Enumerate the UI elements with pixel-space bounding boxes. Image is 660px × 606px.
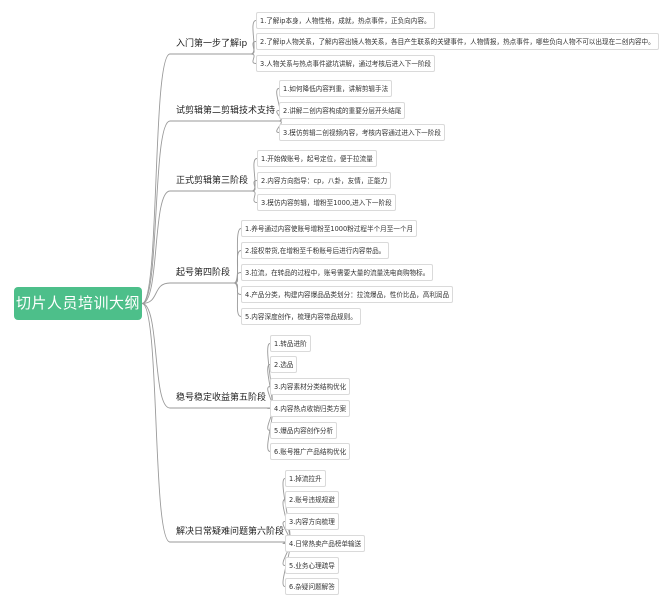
branch-stage-3: 正式剪辑第三阶段 [176, 176, 249, 186]
stage-4-item-1: 1.养号通过内容使账号增粉至1000粉过程半个月至一个月 [241, 220, 418, 237]
stage-4-item-3: 3.拉流，在转品的过程中，账号需要大量的流量洗电商购物标。 [241, 264, 434, 281]
stage-6-item-1: 1.掉流拉升 [285, 470, 326, 487]
connector-root-stage-6 [141, 303, 171, 543]
stage-5-item-3: 3.内容素材分类结构优化 [270, 378, 351, 395]
stage-4-item-5: 5.内容深度创作，梳理内容带品规则。 [241, 308, 361, 325]
stage-5-item-6: 6.账号推广产品结构优化 [270, 443, 351, 460]
connector-stage-4-item-5 [233, 282, 242, 317]
connector-stage-4-item-2 [233, 250, 242, 284]
branch-stage-5: 稳号稳定收益第五阶段 [176, 393, 267, 403]
connector-stage-1-item-2 [250, 41, 257, 55]
stage-6-item-4: 4.日常热卖产品榜单输送 [285, 535, 366, 552]
stage-6-item-6: 6.杂疑问题解答 [285, 578, 339, 595]
connector-stage-4-item-3 [233, 272, 242, 284]
connector-root-stage-2 [141, 120, 171, 304]
connector-root-stage-5 [141, 303, 171, 409]
stage-2-item-1: 1.如何降低内容判重，讲解剪辑手法 [279, 80, 393, 97]
stage-2-item-3: 3.模仿剪辑二创视频内容，考核内容通过进入下一阶段 [279, 124, 445, 141]
stage-6-item-2: 2.账号违规规避 [285, 491, 339, 508]
root-node: 切片人员培训大纲 [14, 287, 142, 320]
stage-3-item-2: 2.内容方向指导：cp，八卦，友情，正能力 [257, 172, 392, 189]
stage-4-item-2: 2.接权带货,在增粉至千粉账号后进行内容带品。 [241, 242, 390, 259]
branch-stage-4: 起号第四阶段 [176, 268, 231, 278]
branch-stage-6: 解决日常疑难问题第六阶段 [176, 527, 285, 537]
stage-5-item-4: 4.内容热点收销归类方案 [270, 400, 351, 417]
connector-stage-3-item-3 [251, 190, 258, 203]
stage-5-item-5: 5.爆品内容创作分析 [270, 422, 338, 439]
stage-5-item-1: 1.转品进阶 [270, 335, 311, 352]
stage-3-item-1: 1.开始做账号，起号定位，便于拉流量 [257, 150, 377, 167]
connector-root-stage-4 [141, 282, 171, 304]
stage-1-item-2: 2.了解ip人物关系，了解内容出镜人物关系，各目产生联系的关键事件，人物情报，热… [256, 33, 659, 50]
stage-1-item-3: 3.人物关系与热点事件避坑讲解，通过考核后进入下一阶段 [256, 55, 436, 72]
connector-stage-3-item-1 [251, 158, 258, 192]
branch-stage-1: 入门第一步了解ip [176, 39, 248, 49]
connector-root-stage-3 [141, 190, 171, 304]
stage-1-item-1: 1.了解ip本身，人物性格，成就，热点事件，正负向内容。 [256, 12, 435, 29]
connector-stage-1-item-3 [250, 53, 257, 64]
stage-6-item-3: 3.内容方向梳理 [285, 513, 339, 530]
connector-stage-3-item-2 [251, 180, 258, 192]
stage-3-item-3: 3.模仿内容剪辑，增粉至1000,进入下一阶段 [257, 194, 396, 211]
stage-4-item-4: 4.产品分类，构建内容爆品品类划分：拉流爆品，性价比品，高利润品 [241, 286, 454, 303]
stage-5-item-2: 2.选品 [270, 356, 298, 373]
connector-stage-1-item-1 [250, 20, 257, 55]
stage-2-item-2: 2.讲解二创内容构成的重要分层开头结尾 [279, 102, 406, 119]
branch-stage-2: 试剪辑第二剪辑技术支持 [176, 106, 276, 116]
stage-6-item-5: 5.业务心理疏导 [285, 557, 339, 574]
connector-root-stage-1 [141, 53, 171, 304]
